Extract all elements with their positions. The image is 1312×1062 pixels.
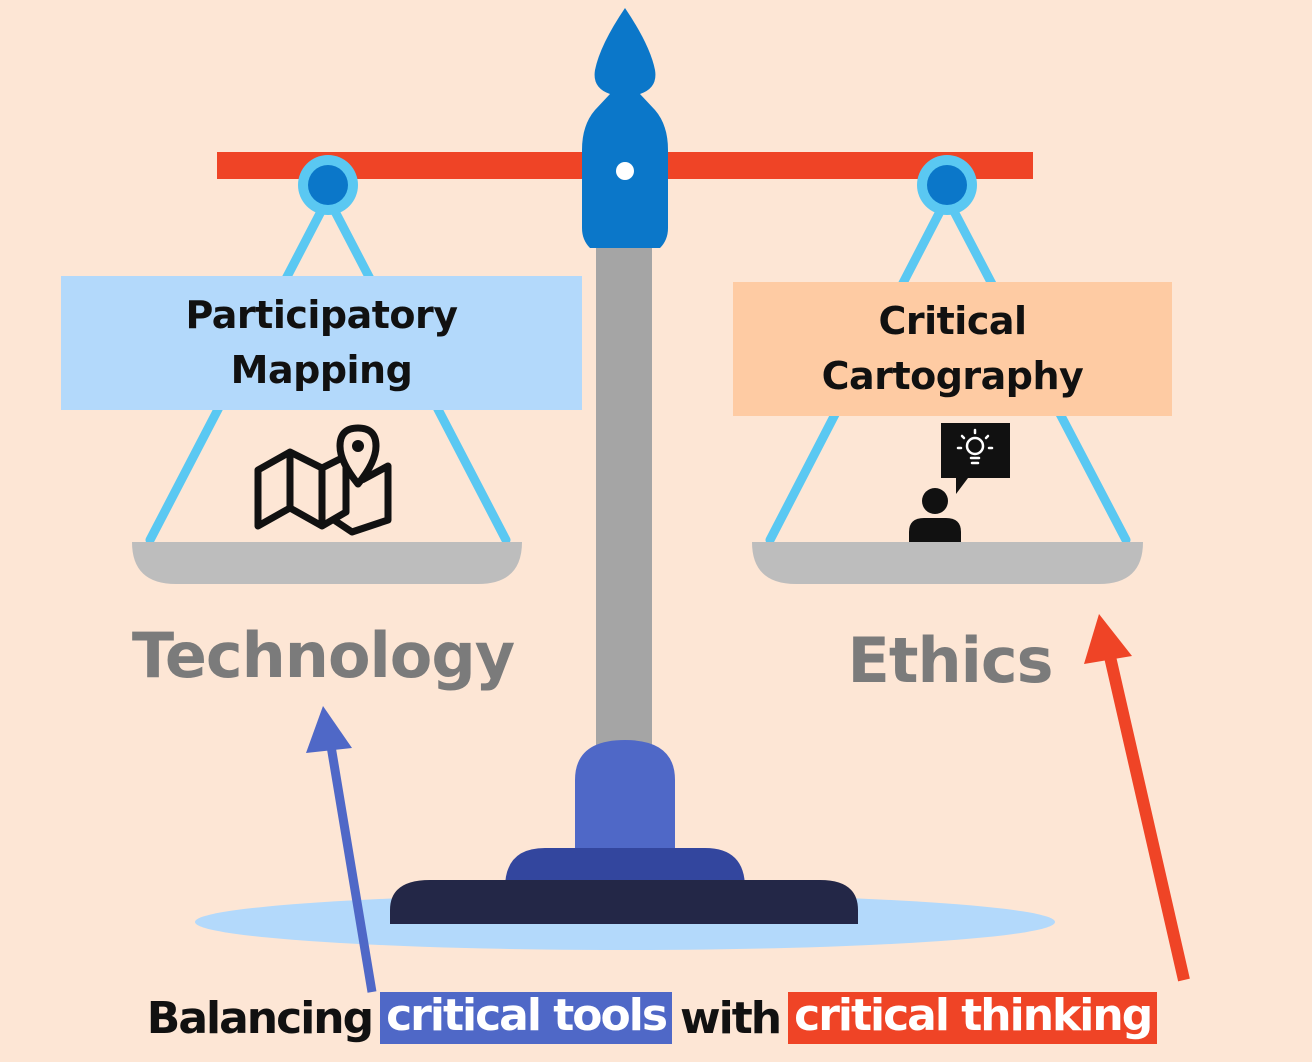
right-box-line-2: Cartography xyxy=(821,354,1084,398)
scale-post xyxy=(596,248,652,768)
technology-label: Technology xyxy=(131,619,515,692)
base-middle xyxy=(505,848,745,888)
participatory-mapping-box: Participatory Mapping xyxy=(61,276,582,410)
map-with-pin-icon xyxy=(254,424,392,536)
pivot-pin xyxy=(616,162,634,180)
pivot-finial xyxy=(594,8,656,94)
left-box-line-1: Participatory xyxy=(185,292,458,337)
critical-cartography-box: Critical Cartography xyxy=(733,282,1172,416)
caption-highlight-critical-thinking: critical thinking xyxy=(788,992,1158,1044)
base-foot xyxy=(390,880,858,924)
caption: Balancing critical tools with critical t… xyxy=(0,974,1312,1062)
caption-middle: with xyxy=(680,992,782,1044)
left-hook-inner xyxy=(308,165,348,205)
left-pan xyxy=(132,542,522,584)
caption-highlight-critical-tools: critical tools xyxy=(380,992,673,1044)
person-idea-icon xyxy=(909,423,1010,542)
right-pan xyxy=(752,542,1143,584)
caption-lead: Balancing xyxy=(146,992,374,1044)
left-box-line-2: Mapping xyxy=(230,348,413,392)
right-box-line-1: Critical xyxy=(878,298,1027,343)
base-column xyxy=(575,740,675,860)
blue-arrow xyxy=(306,706,377,993)
ethics-label: Ethics xyxy=(847,624,1053,697)
right-hook-inner xyxy=(927,165,967,205)
red-arrow xyxy=(1084,614,1190,982)
